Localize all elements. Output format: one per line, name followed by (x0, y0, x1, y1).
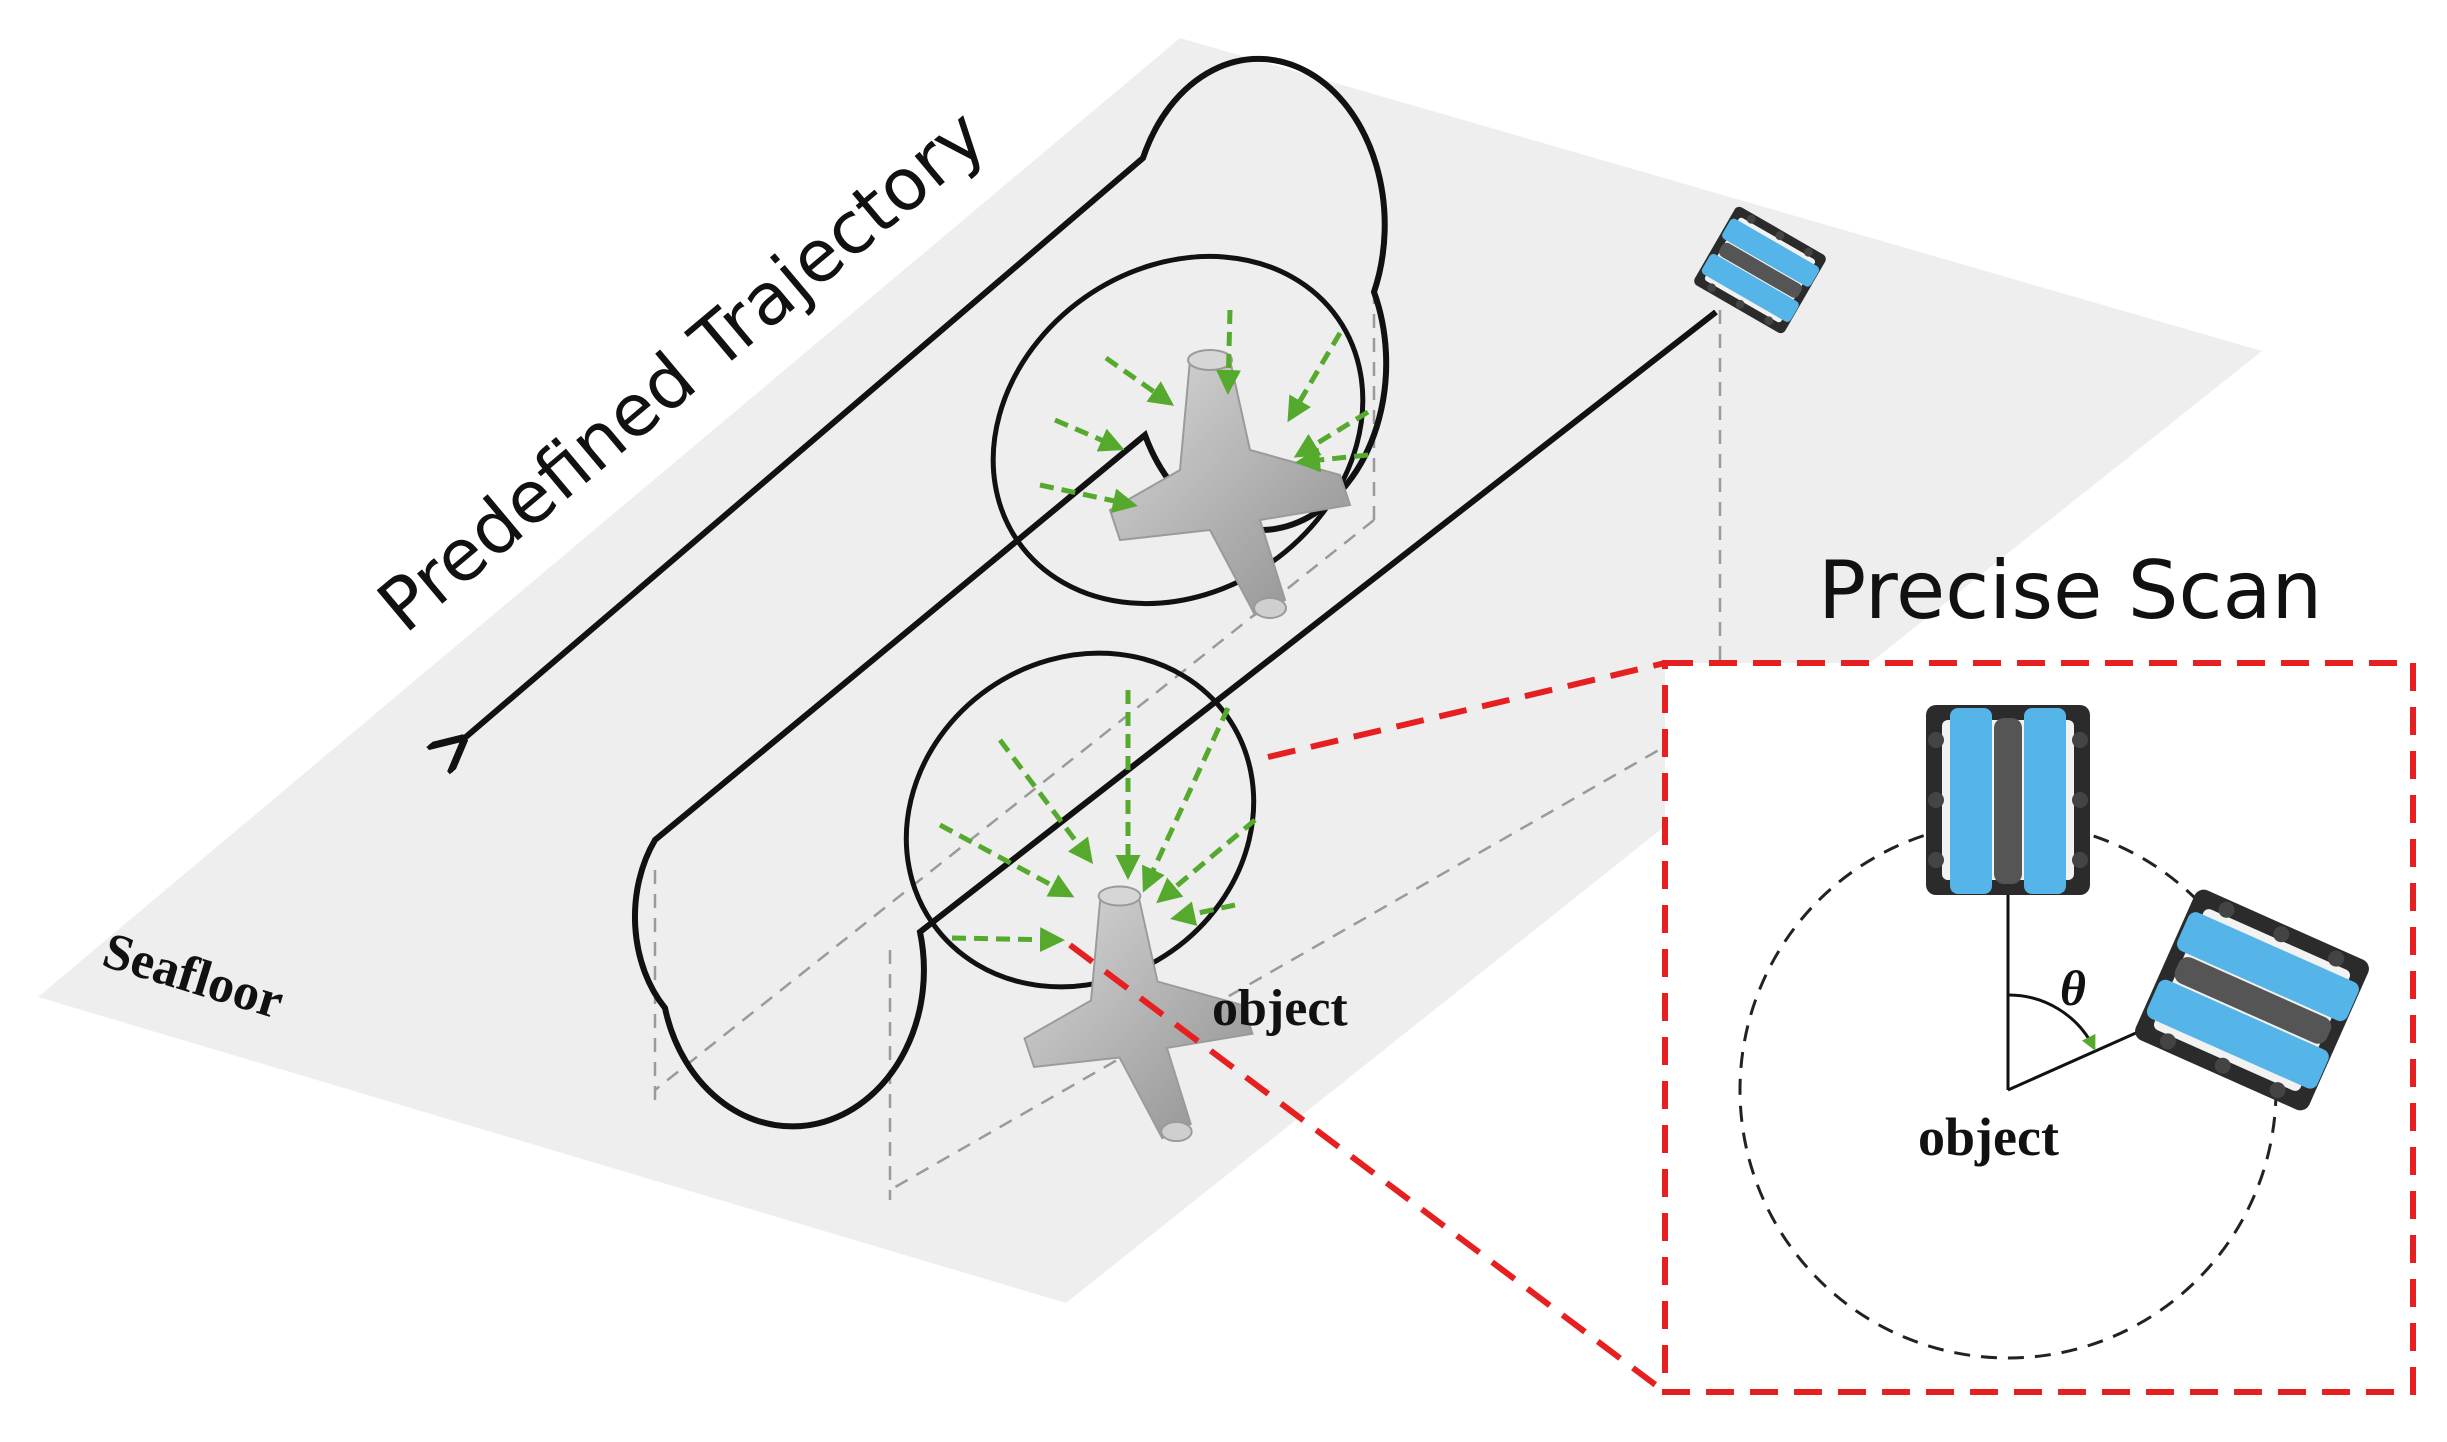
scan-circle-lower (903, 650, 1257, 990)
object-label: object (1212, 980, 1348, 1037)
zoom-connectors (1068, 660, 1667, 1395)
scan-arrows-lower (938, 690, 1257, 953)
precise-scan-title: Precise Scan (1818, 544, 2322, 637)
seafloor-plane (38, 38, 2262, 1303)
scan-arrows-upper (1039, 309, 1370, 514)
inset-object-label: object (1918, 1107, 2059, 1167)
angle-arc (2007, 993, 2096, 1051)
rov-icon (1926, 705, 2090, 895)
theta-label: θ (2060, 960, 2086, 1016)
